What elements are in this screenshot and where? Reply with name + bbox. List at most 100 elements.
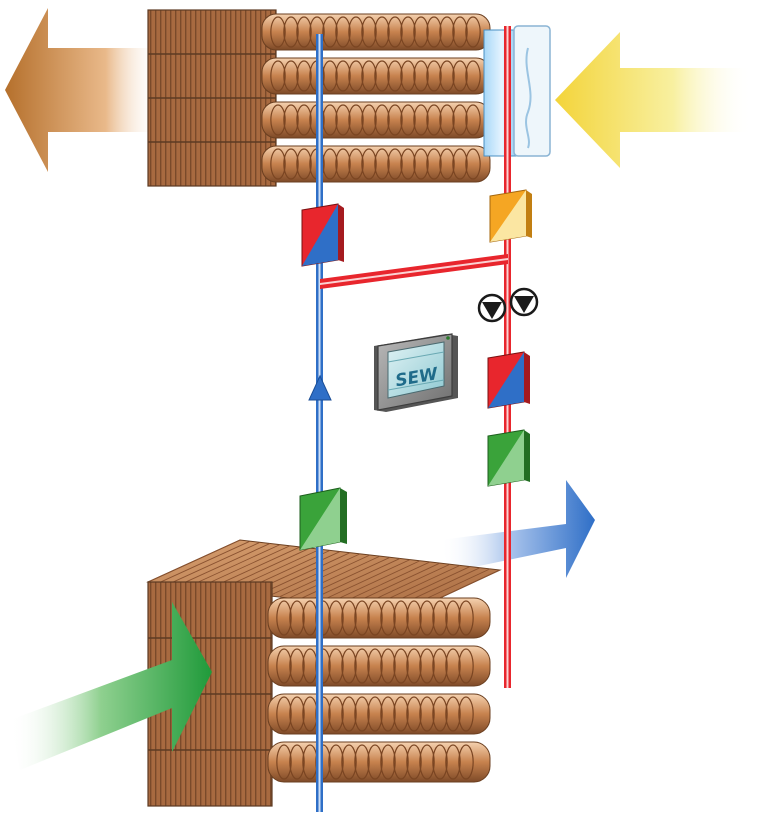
fin-line bbox=[188, 544, 281, 588]
fin-line bbox=[339, 561, 431, 605]
pump-left bbox=[477, 293, 507, 323]
coil-ring bbox=[328, 744, 344, 780]
coil-ring bbox=[439, 104, 455, 136]
coil-ring bbox=[341, 600, 357, 636]
coil-ring bbox=[335, 104, 351, 136]
coil-ring bbox=[283, 16, 299, 48]
coil-ring bbox=[452, 104, 468, 136]
coil-ring bbox=[413, 104, 429, 136]
coil-ring bbox=[439, 16, 455, 48]
coil-ring bbox=[393, 696, 409, 732]
coil-ring bbox=[465, 16, 481, 48]
fin-line bbox=[309, 558, 401, 601]
coil-ring bbox=[335, 60, 351, 92]
coil-ring bbox=[439, 148, 455, 180]
coil-ring bbox=[387, 60, 403, 92]
coil-ring bbox=[380, 744, 396, 780]
fin-line bbox=[178, 543, 271, 586]
coil-ring bbox=[393, 648, 409, 684]
coil-ring bbox=[445, 744, 461, 780]
coil-ring bbox=[276, 744, 292, 780]
coil-ring bbox=[452, 148, 468, 180]
flow-arrow-up-icon bbox=[308, 374, 332, 401]
coil-ring bbox=[380, 696, 396, 732]
coil-ring bbox=[413, 60, 429, 92]
coil-ring bbox=[289, 648, 305, 684]
coil-ring bbox=[328, 696, 344, 732]
coil-ring bbox=[458, 600, 474, 636]
coil-ring bbox=[439, 60, 455, 92]
coil-ring bbox=[283, 148, 299, 180]
outside-air-arrow bbox=[10, 602, 212, 770]
coil-ring bbox=[400, 148, 416, 180]
bypass-line-red bbox=[320, 254, 508, 289]
coil-ring bbox=[393, 744, 409, 780]
coil-ring bbox=[419, 744, 435, 780]
coil-ring bbox=[270, 104, 286, 136]
coil-ring bbox=[419, 648, 435, 684]
fin-line bbox=[167, 541, 261, 585]
coil-ring bbox=[445, 600, 461, 636]
coil-ring bbox=[361, 148, 377, 180]
fin-line bbox=[298, 556, 391, 600]
coil-ring bbox=[276, 648, 292, 684]
coil-ring bbox=[387, 104, 403, 136]
coil-ring bbox=[348, 104, 364, 136]
intake-air-arrow bbox=[555, 32, 752, 168]
mixing-valve-middle bbox=[487, 351, 530, 409]
coil-ring bbox=[367, 600, 383, 636]
green-valve-red-line bbox=[487, 429, 530, 487]
coil-ring bbox=[354, 648, 370, 684]
coil-ring bbox=[348, 16, 364, 48]
coil-ring bbox=[393, 600, 409, 636]
top-coil-rows bbox=[261, 13, 491, 183]
coil-ring bbox=[335, 148, 351, 180]
bottom-coil-rows bbox=[267, 597, 491, 783]
pump-icon bbox=[477, 287, 539, 323]
coil-ring bbox=[296, 60, 312, 92]
fin-line bbox=[268, 553, 361, 597]
coil-ring bbox=[328, 648, 344, 684]
coil-ring bbox=[341, 648, 357, 684]
coil-ring bbox=[341, 696, 357, 732]
coil-ring bbox=[380, 600, 396, 636]
coil-ring bbox=[276, 600, 292, 636]
coil-ring bbox=[354, 696, 370, 732]
coil-ring bbox=[419, 600, 435, 636]
coil-ring bbox=[465, 104, 481, 136]
return-line-blue bbox=[316, 34, 323, 812]
coil-ring bbox=[413, 148, 429, 180]
coil-ring bbox=[361, 60, 377, 92]
coil-ring bbox=[432, 696, 448, 732]
coil-ring bbox=[465, 60, 481, 92]
top-heat-exchanger bbox=[147, 9, 551, 187]
mixing-valve-top bbox=[301, 203, 344, 267]
coil-ring bbox=[426, 104, 442, 136]
coil-ring bbox=[400, 16, 416, 48]
coil-ring bbox=[354, 744, 370, 780]
coil-ring bbox=[406, 696, 422, 732]
fin-line bbox=[288, 555, 381, 599]
coil-ring bbox=[367, 648, 383, 684]
coil-ring bbox=[458, 648, 474, 684]
fin-line bbox=[157, 540, 251, 584]
coil-ring bbox=[348, 60, 364, 92]
coil-ring bbox=[289, 744, 305, 780]
coil-ring bbox=[328, 600, 344, 636]
coil-ring bbox=[387, 148, 403, 180]
coil-ring bbox=[289, 696, 305, 732]
coil-ring bbox=[296, 148, 312, 180]
coil-ring bbox=[426, 16, 442, 48]
temp-sensor-orange bbox=[489, 189, 532, 243]
coil-ring bbox=[426, 148, 442, 180]
coil-ring bbox=[374, 104, 390, 136]
fin-line bbox=[258, 552, 351, 596]
coil-ring bbox=[348, 148, 364, 180]
fin-line bbox=[147, 539, 241, 583]
coil-ring bbox=[445, 696, 461, 732]
coil-ring bbox=[432, 648, 448, 684]
coil-ring bbox=[419, 696, 435, 732]
coil-ring bbox=[374, 148, 390, 180]
coil-ring bbox=[465, 148, 481, 180]
